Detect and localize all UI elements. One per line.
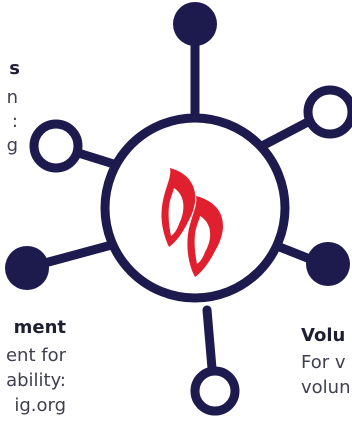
engagement-line-1: ent for (5, 345, 66, 366)
flame-petals-logo-icon (161, 168, 223, 277)
topleft-line-2: : (11, 111, 18, 132)
node-upper-right (303, 85, 352, 139)
petal-right-inner (194, 216, 211, 264)
volunteer-line-2: volun (301, 377, 351, 398)
node-lower-right (306, 242, 350, 286)
node-bottom (190, 366, 240, 416)
volunteer-title: Volu (301, 325, 346, 346)
engagement-line-3: ig.org (14, 395, 66, 416)
topleft-line-3: g (6, 135, 18, 156)
node-top (173, 2, 217, 46)
node-upper-left (29, 119, 83, 173)
volunteer-line-1: For v (301, 352, 346, 373)
engagement-line-2: ability: (6, 370, 66, 391)
hub-circle (100, 113, 290, 303)
topleft-title: s (9, 58, 20, 79)
topleft-line-1: n (6, 87, 18, 108)
engagement-title: ment (13, 317, 66, 338)
petal-left-inner (168, 188, 184, 236)
node-lower-left (5, 246, 49, 290)
